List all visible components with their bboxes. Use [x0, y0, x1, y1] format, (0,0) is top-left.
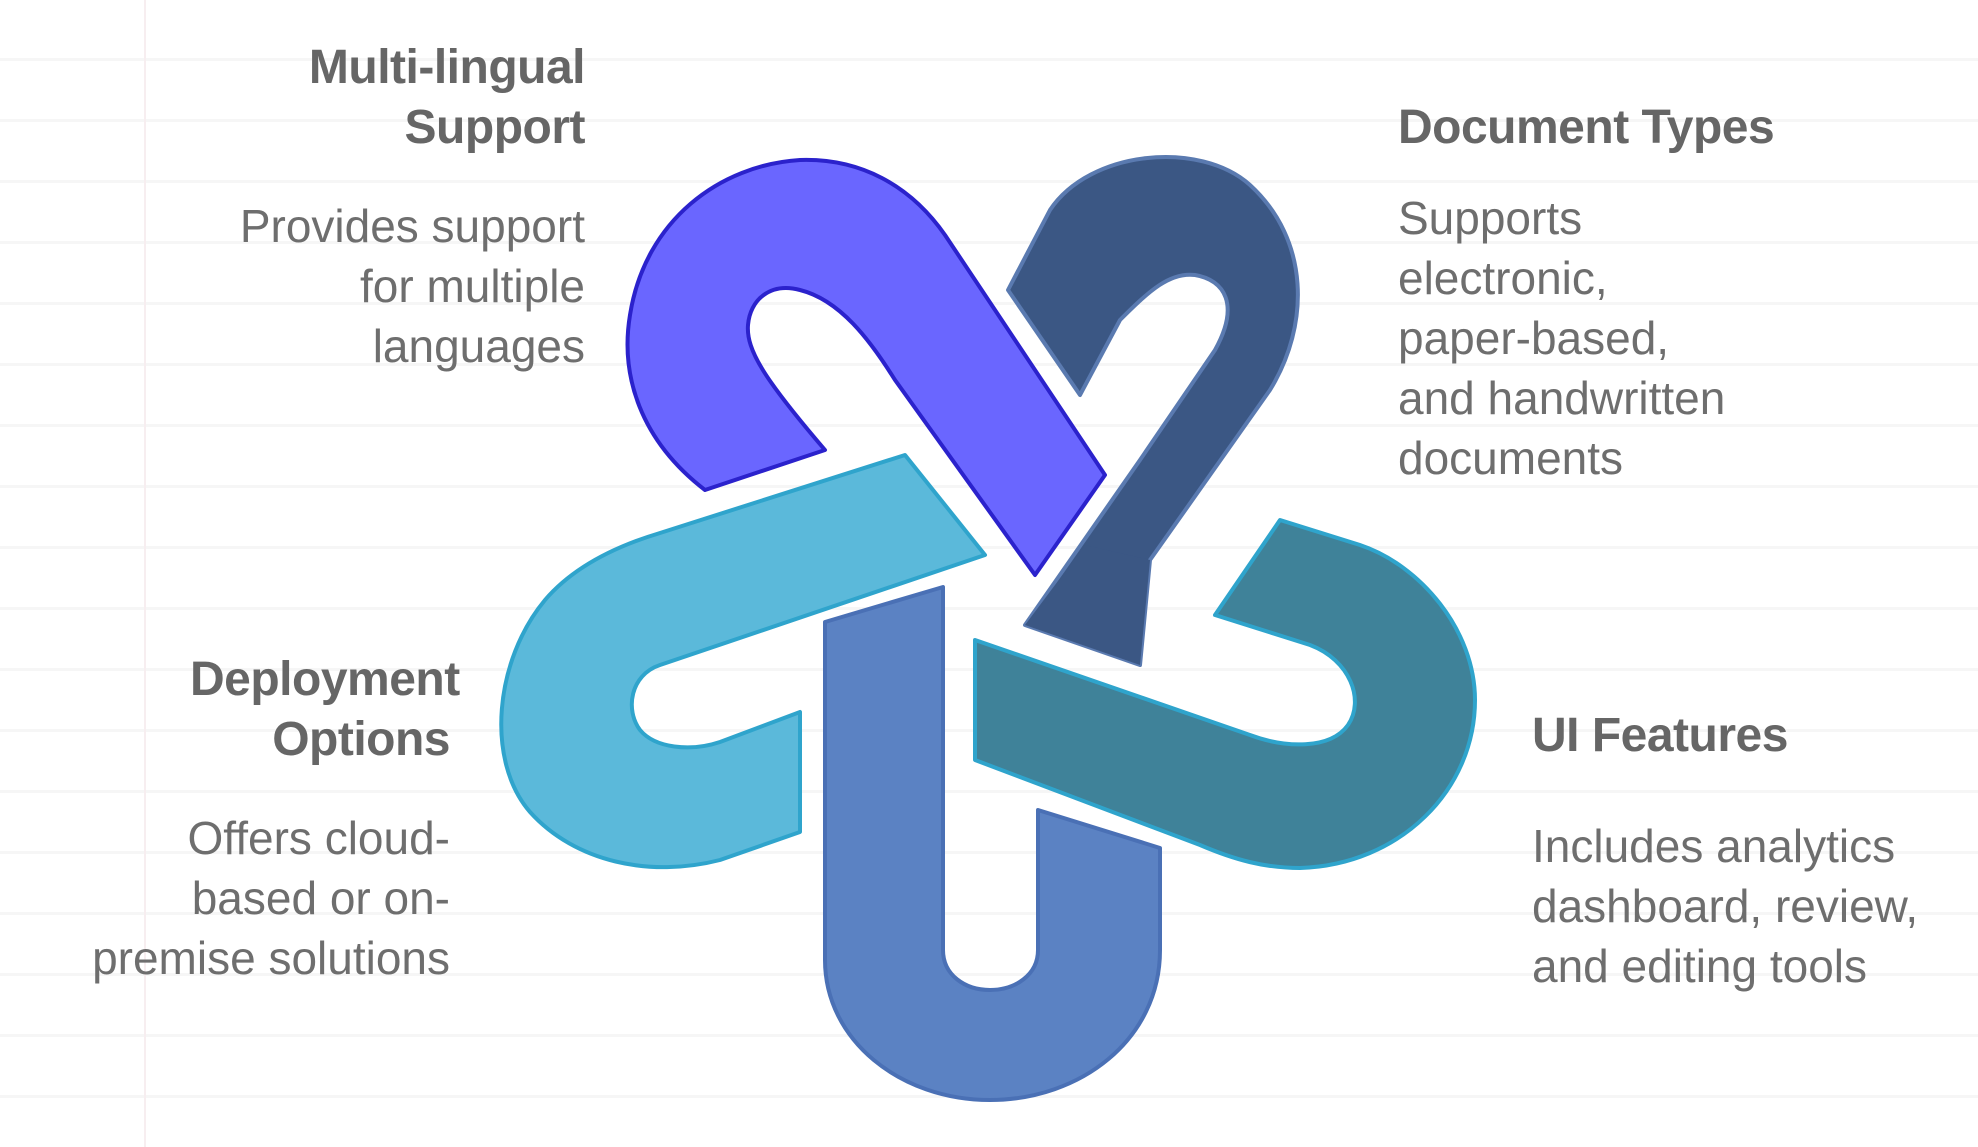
feature-deployment: Deployment Options Offers cloud- based o…: [40, 650, 460, 988]
feature-document-types-description: Supports electronic, paper-based, and ha…: [1398, 192, 1726, 484]
document-types-link-overlap: [1025, 545, 1150, 665]
notebook-margin-line: [144, 0, 146, 1147]
feature-multilingual-title: Multi-lingual Support: [308, 41, 586, 154]
feature-document-types: Document Types Supports electronic, pape…: [1398, 98, 1918, 488]
deployment-link: [499, 453, 987, 870]
feature-ui-description: Includes analytics dashboard, review, an…: [1532, 820, 1919, 992]
feature-document-types-title: Document Types: [1398, 101, 1775, 154]
feature-ui-title: UI Features: [1532, 709, 1788, 762]
feature-deployment-title: Deployment Options: [190, 653, 460, 766]
ui-features-link: [973, 518, 1477, 870]
multilingual-link: [625, 157, 1107, 577]
center-link: [823, 585, 1162, 1102]
feature-deployment-description: Offers cloud- based or on- premise solut…: [92, 812, 450, 984]
document-types-link: [1006, 155, 1300, 667]
feature-multilingual: Multi-lingual Support Provides support f…: [150, 38, 586, 376]
feature-multilingual-description: Provides support for multiple languages: [239, 200, 585, 372]
feature-ui: UI Features Includes analytics dashboard…: [1532, 706, 1972, 996]
